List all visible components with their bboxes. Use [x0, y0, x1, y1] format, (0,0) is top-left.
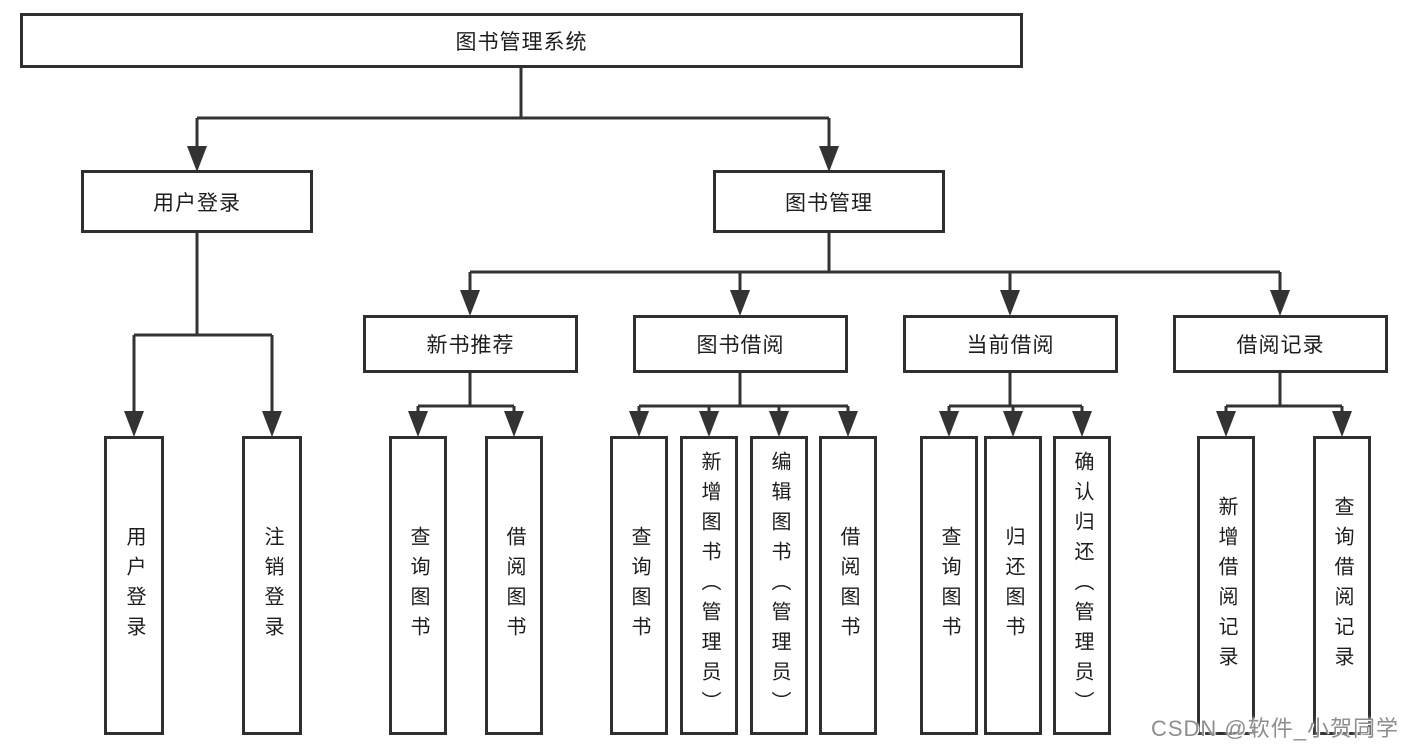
leaf-query-borrow-record: 查询借阅记录	[1313, 436, 1371, 735]
node-borrow-records: 借阅记录	[1173, 315, 1388, 373]
connector-book-mgmt-to-level3	[468, 233, 1282, 294]
arrowheads-level2	[187, 146, 839, 172]
leaf-user-login-label: 用户登录	[123, 525, 145, 646]
watermark: CSDN @软件_小贺同学	[1150, 716, 1399, 741]
connector-current-borrow-children	[947, 373, 1084, 414]
node-current-borrow-label: 当前借阅	[966, 334, 1055, 357]
leaf-user-login: 用户登录	[104, 436, 164, 735]
leaf-query-books-borrow: 查询图书	[610, 436, 668, 735]
leaf-borrow-books: 借阅图书	[819, 436, 877, 735]
leaf-borrow-books-recommend: 借阅图书	[485, 436, 543, 735]
leaf-add-borrow-record-label: 新增借阅记录	[1215, 495, 1237, 676]
leaf-return-book: 归还图书	[984, 436, 1042, 735]
node-current-borrow: 当前借阅	[903, 315, 1118, 373]
leaf-add-book-admin-label: 新增图书（管理员）	[698, 450, 720, 721]
connector-borrow-records-children	[1224, 373, 1344, 414]
node-borrow-records-label: 借阅记录	[1236, 334, 1325, 357]
leaf-return-book-label: 归还图书	[1002, 525, 1024, 646]
leaf-borrow-books-label: 借阅图书	[837, 525, 859, 646]
connector-new-book-children	[416, 373, 516, 414]
leaf-borrow-books-recommend-label: 借阅图书	[503, 525, 525, 646]
leaf-confirm-return-admin: 确认归还（管理员）	[1053, 436, 1111, 735]
node-library-system: 图书管理系统	[20, 13, 1023, 68]
node-library-system-label: 图书管理系统	[455, 30, 588, 54]
node-user-login-label: 用户登录	[153, 191, 241, 215]
leaf-logout: 注销登录	[242, 436, 302, 735]
leaf-query-borrow-record-label: 查询借阅记录	[1331, 495, 1353, 676]
connector-user-login-children	[132, 233, 274, 414]
node-book-borrow-label: 图书借阅	[696, 334, 785, 357]
leaf-query-books-recommend: 查询图书	[389, 436, 447, 735]
leaf-logout-label: 注销登录	[261, 525, 283, 646]
node-book-management-label: 图书管理	[785, 191, 873, 215]
node-new-book-recommend-label: 新书推荐	[426, 334, 515, 357]
node-book-borrow: 图书借阅	[633, 315, 848, 373]
arrowheads-user-login-children	[124, 411, 282, 437]
node-user-login: 用户登录	[81, 170, 313, 233]
leaf-query-books-current-label: 查询图书	[938, 525, 960, 646]
leaf-confirm-return-admin-label: 确认归还（管理员）	[1071, 450, 1093, 721]
leaf-query-books-borrow-label: 查询图书	[628, 525, 650, 646]
connector-book-borrow-children	[637, 373, 850, 414]
arrowheads-level4	[408, 411, 1352, 437]
connector-root-to-level2	[195, 68, 831, 150]
leaf-add-book-admin: 新增图书（管理员）	[680, 436, 738, 735]
leaf-add-borrow-record: 新增借阅记录	[1197, 436, 1255, 735]
node-book-management: 图书管理	[713, 170, 945, 233]
leaf-query-books-recommend-label: 查询图书	[407, 525, 429, 646]
node-new-book-recommend: 新书推荐	[363, 315, 578, 373]
leaf-query-books-current: 查询图书	[920, 436, 978, 735]
leaf-edit-book-admin: 编辑图书（管理员）	[750, 436, 808, 735]
leaf-edit-book-admin-label: 编辑图书（管理员）	[768, 450, 790, 721]
arrowheads-level3	[460, 290, 1290, 316]
